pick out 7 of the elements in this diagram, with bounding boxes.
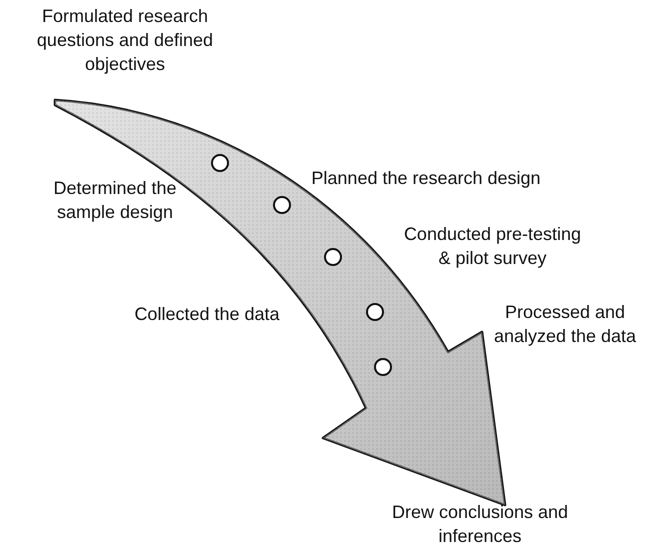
step-label: Processed and analyzed the data xyxy=(492,301,638,348)
step-label: Determined the sample design xyxy=(52,177,178,224)
step-label: Conducted pre-testing & pilot survey xyxy=(402,223,582,270)
step-label: Formulated research questions and defined objectives xyxy=(36,5,214,76)
step-label: Planned the research design xyxy=(310,167,542,190)
step-label: Drew conclusions and inferences xyxy=(390,501,570,548)
step-label: Collected the data xyxy=(133,303,281,326)
